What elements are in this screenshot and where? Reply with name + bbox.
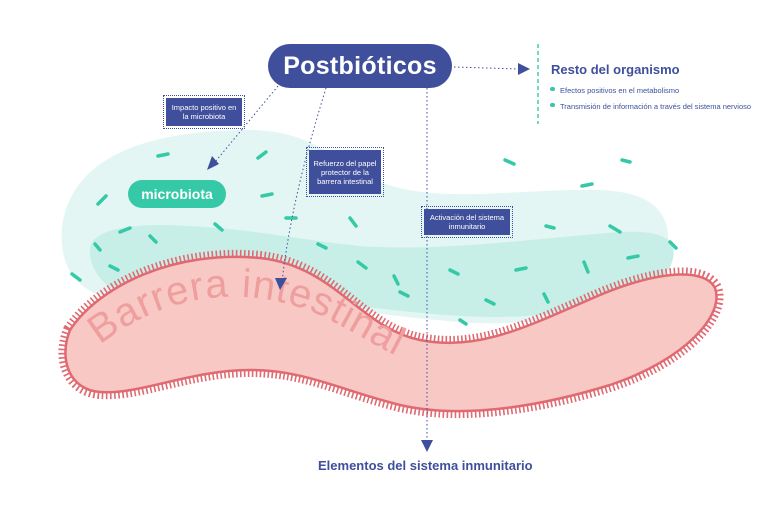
arrow-head-immune xyxy=(421,440,433,452)
resto-item: Efectos positivos en el metabolismo xyxy=(550,86,680,95)
bacterium xyxy=(448,268,460,276)
bacterium xyxy=(542,292,550,304)
bacterium xyxy=(70,272,82,282)
bacterium xyxy=(620,158,632,164)
bacterium xyxy=(626,254,640,260)
connector-to-microbiota xyxy=(214,85,279,163)
bacterium xyxy=(484,298,496,306)
bacterium xyxy=(213,222,224,232)
bacterium xyxy=(316,242,328,250)
arrow-head-organismo xyxy=(518,63,530,75)
bullet-icon xyxy=(550,103,555,107)
bacterium xyxy=(582,260,590,274)
bacterium xyxy=(260,192,274,198)
bacterium xyxy=(256,150,268,160)
connector-to-barrier xyxy=(281,87,327,283)
bacterium xyxy=(118,226,132,234)
bacterium xyxy=(503,158,516,166)
tag-activacion-text: Activación del sistema inmunitario xyxy=(429,213,505,231)
arrow-head-microbiota xyxy=(207,156,219,170)
tag-impacto-text: Impacto positivo en la microbiota xyxy=(171,103,237,121)
microbiota-label: microbiota xyxy=(128,180,226,208)
resto-item: Transmisión de información a través del … xyxy=(550,102,752,111)
bacterium xyxy=(348,216,358,228)
tag-impacto-microbiota: Impacto positivo en la microbiota xyxy=(163,95,245,129)
postbioticos-title: Postbióticos xyxy=(268,44,452,88)
bacterium xyxy=(514,266,528,272)
connector-to-organismo xyxy=(453,66,521,70)
bacterium xyxy=(392,274,400,286)
resto-item-text: Efectos positivos en el metabolismo xyxy=(560,86,680,95)
arrow-head-barrier xyxy=(275,278,287,290)
tag-refuerzo-text: Refuerzo del papel protector de la barre… xyxy=(313,158,377,186)
bacterium xyxy=(458,318,468,326)
resto-item-text: Transmisión de información a través del … xyxy=(560,102,752,111)
bacterium xyxy=(544,224,556,230)
bacterium xyxy=(580,182,594,188)
bacterium xyxy=(96,194,108,206)
resto-organismo-title: Resto del organismo xyxy=(551,62,680,77)
bacterium xyxy=(148,234,158,244)
bacterium xyxy=(156,152,170,158)
bullet-icon xyxy=(550,87,555,91)
bacterium xyxy=(668,240,678,250)
bacterium xyxy=(356,260,368,270)
elementos-sistema-inmunitario-label: Elementos del sistema inmunitario xyxy=(318,458,533,473)
bacterium xyxy=(93,242,102,252)
barrier-body xyxy=(64,255,718,413)
bacterium xyxy=(108,264,120,272)
connectors xyxy=(214,66,521,442)
tag-activacion-sistema: Activación del sistema inmunitario xyxy=(421,206,513,238)
tag-refuerzo-barrera: Refuerzo del papel protector de la barre… xyxy=(306,147,384,197)
bacterium xyxy=(398,290,410,298)
bacterium xyxy=(608,224,622,234)
